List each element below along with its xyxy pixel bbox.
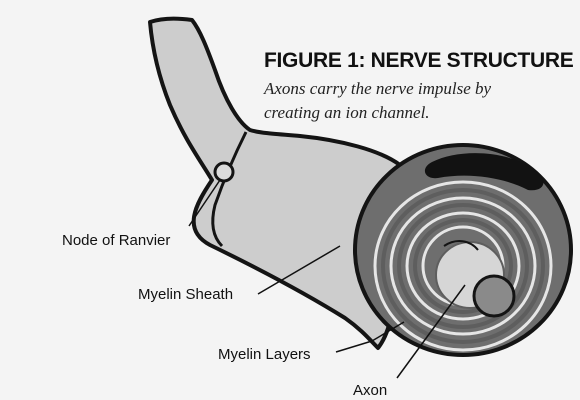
label-myelin-sheath: Myelin Sheath [138,286,233,303]
leader-myelin-layers [336,341,372,352]
axon-core [474,276,514,316]
node-of-ranvier-ring [215,163,233,181]
figure-caption-line-2: creating an ion channel. [264,103,430,122]
label-node-of-ranvier: Node of Ranvier [62,232,170,249]
figure-title: FIGURE 1: NERVE STRUCTURE [264,49,574,72]
cross-section [355,145,571,355]
label-axon: Axon [353,382,387,399]
label-myelin-layers: Myelin Layers [218,346,311,363]
figure-caption-line-1: Axons carry the nerve impulse by [263,79,492,98]
